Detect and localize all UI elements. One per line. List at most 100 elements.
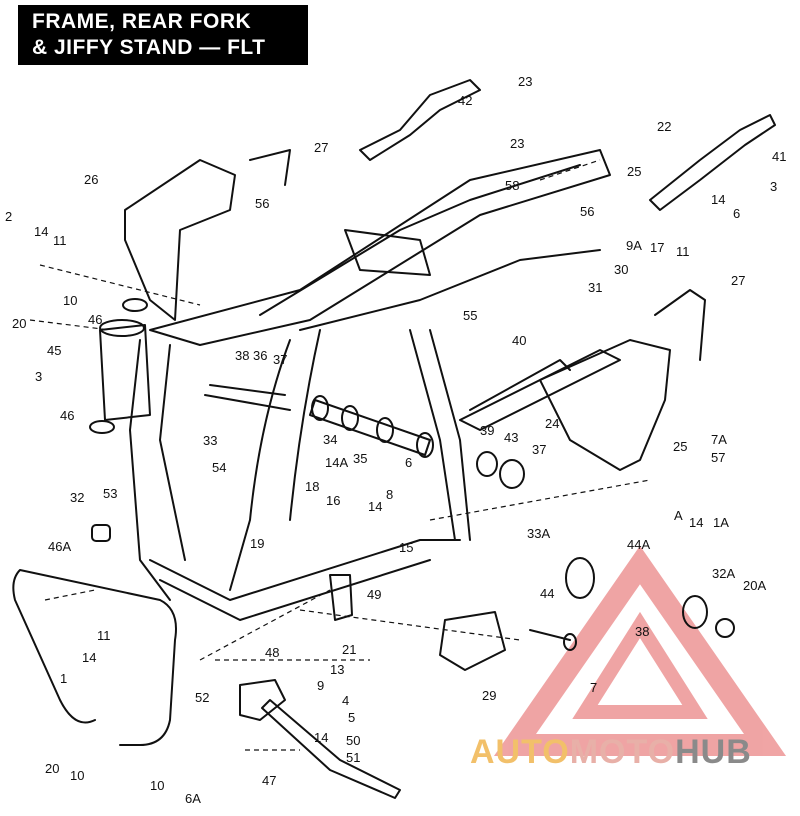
callout: 55	[463, 308, 477, 323]
callout: 6A	[185, 791, 201, 806]
callout: 11	[676, 244, 690, 259]
callout: 29	[482, 688, 496, 703]
callout: 34	[323, 432, 337, 447]
rod-27-right	[654, 289, 706, 361]
callout: 52	[195, 690, 209, 705]
callout: 32	[70, 490, 84, 505]
callout: 35	[353, 451, 367, 466]
rear-fork-rail	[459, 349, 621, 431]
frame-upper-rail	[149, 149, 611, 346]
stand-bracket-52	[239, 679, 286, 721]
callout: 24	[545, 416, 559, 431]
callout: 1	[60, 671, 67, 686]
callout: 4	[342, 693, 349, 708]
callout: 16	[326, 493, 340, 508]
bolt-38	[529, 629, 571, 641]
callout: 11	[97, 628, 111, 643]
callout: 38	[635, 624, 649, 639]
callout: 6	[405, 455, 412, 470]
callout: 2	[5, 209, 12, 224]
callout: 54	[212, 460, 226, 475]
steering-head-45	[99, 324, 151, 421]
frame-seat-post	[409, 329, 456, 541]
mount-43	[499, 459, 525, 489]
callout: 56	[580, 204, 594, 219]
callout: 41	[772, 149, 786, 164]
callout: 37	[273, 352, 287, 367]
watermark-hub: HUB	[675, 733, 752, 771]
title-line-2: & JIFFY STAND — FLT	[32, 36, 266, 59]
bushing-44	[565, 557, 595, 599]
callout: 44	[540, 586, 554, 601]
callout: 3	[770, 179, 777, 194]
callout: 14	[82, 650, 96, 665]
watermark-moto: MOTO	[569, 733, 676, 771]
callout: 14	[34, 224, 48, 239]
callout: 37	[532, 442, 546, 457]
callout: 8	[386, 487, 393, 502]
callout: 3	[35, 369, 42, 384]
part-callouts: 23 42 27 23 22 41 26 3 58 25 14 6 56 2 1…	[5, 74, 786, 806]
callout: 10	[150, 778, 164, 793]
crash-bar-46a	[12, 569, 177, 746]
callout: 33A	[527, 526, 550, 541]
callout: 56	[255, 196, 269, 211]
callout: 18	[305, 479, 319, 494]
callout: 22	[657, 119, 671, 134]
callout: 9A	[626, 238, 642, 253]
shaft-33	[204, 394, 291, 411]
callout: 39	[480, 423, 494, 438]
callout: 36	[253, 348, 267, 363]
callout: 48	[265, 645, 279, 660]
diagram-title-banner: FRAME, REAR FORK & JIFFY STAND — FLT	[18, 5, 308, 65]
callout: 1A	[713, 515, 729, 530]
callout: 58	[505, 178, 519, 193]
callout: 25	[627, 164, 641, 179]
callout: 44A	[627, 537, 650, 552]
callout: 27	[314, 140, 328, 155]
frame-downtube-left	[129, 339, 171, 601]
callout: 14	[368, 499, 382, 514]
callout: 53	[103, 486, 117, 501]
callout: 33	[203, 433, 217, 448]
callout: 26	[84, 172, 98, 187]
callout: 14A	[325, 455, 348, 470]
nut-20a	[715, 618, 735, 638]
callout: 5	[348, 710, 355, 725]
callout: 10	[70, 768, 84, 783]
battery-tray	[344, 229, 431, 276]
callout: 7A	[711, 432, 727, 447]
frame-mid-rail	[299, 249, 601, 331]
rod-27-left	[249, 149, 291, 186]
frame-lower-rail	[149, 539, 461, 601]
callout: 6	[733, 206, 740, 221]
plate-29	[439, 611, 506, 671]
callout: 25	[673, 439, 687, 454]
bushing-46-upper	[122, 298, 148, 312]
callout: 43	[504, 430, 518, 445]
callout: 13	[330, 662, 344, 677]
callout: 30	[614, 262, 628, 277]
watermark-auto: AUTO	[470, 733, 570, 771]
mount-39	[476, 451, 498, 477]
callout: 47	[262, 773, 276, 788]
callout: 20	[45, 761, 59, 776]
callout: 49	[367, 587, 381, 602]
callout: 32A	[712, 566, 735, 581]
callout: 21	[342, 642, 356, 657]
jiffy-stand-50	[261, 699, 401, 799]
bushing-32a	[682, 595, 708, 629]
callout: 51	[346, 750, 360, 765]
callout: 19	[250, 536, 264, 551]
callout: 9	[317, 678, 324, 693]
watermark-triangle-icon	[493, 545, 787, 756]
frame-top-rail	[259, 164, 581, 316]
stop-49	[329, 574, 353, 621]
callout: 46A	[48, 539, 71, 554]
callout: 57	[711, 450, 725, 465]
bushing-32	[91, 524, 111, 542]
callout: 23	[510, 136, 524, 151]
callout: 23	[518, 74, 532, 89]
callout: 14	[314, 730, 328, 745]
callout: 10	[63, 293, 77, 308]
